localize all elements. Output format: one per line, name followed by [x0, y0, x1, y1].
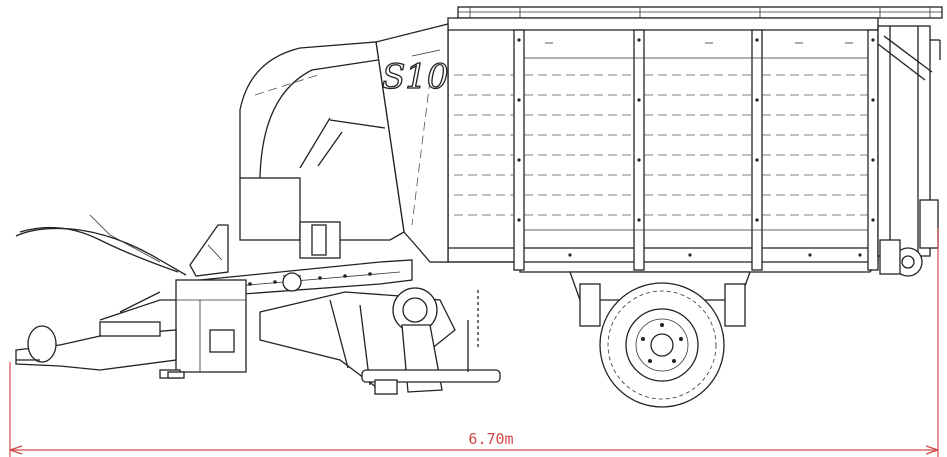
pickup-and-drawbar [15, 214, 413, 379]
rear-tailgate [877, 25, 941, 277]
body-posts [513, 29, 879, 271]
rotor-unit [259, 287, 501, 395]
wheel-and-axle [569, 271, 751, 408]
model-badge: S10 [382, 57, 449, 97]
length-dimension: 6.70m [9, 228, 939, 457]
dimension-label: 6.70m [468, 430, 513, 448]
support-stand [167, 371, 185, 379]
loading-chute [239, 23, 449, 263]
dimension-arrow-right [925, 445, 939, 455]
wagon-body [430, 6, 943, 273]
top-rail-ticks [469, 7, 931, 18]
body-slats [440, 74, 868, 216]
dimension-arrow-left [9, 445, 23, 455]
wheel-bolts [641, 323, 683, 363]
post-rivets [517, 38, 875, 257]
